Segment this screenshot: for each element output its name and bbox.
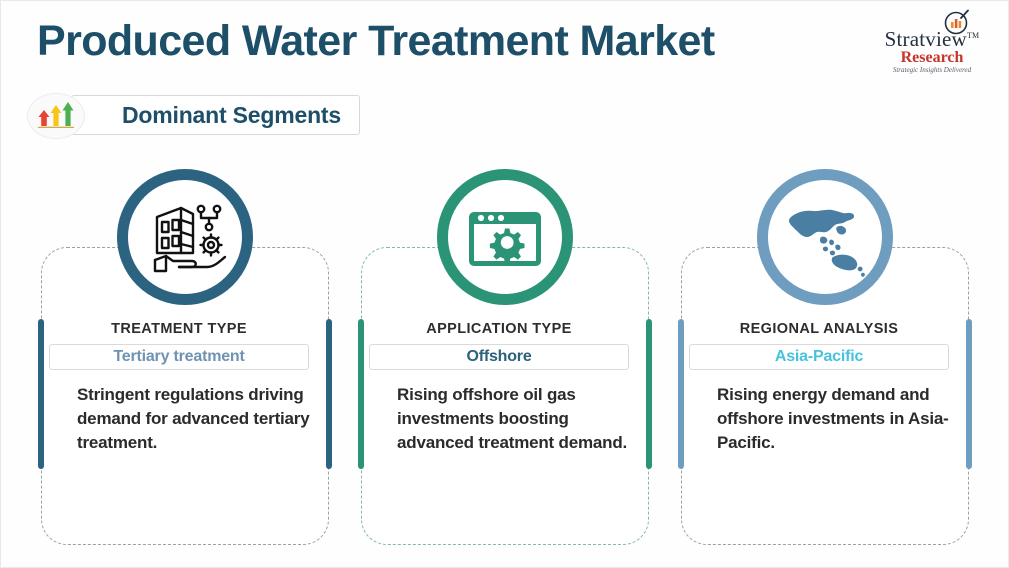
card-description: Stringent regulations driving demand for… bbox=[77, 385, 310, 453]
card-value-box: Tertiary treatment bbox=[49, 344, 309, 370]
logo-trademark: TM bbox=[966, 31, 980, 40]
card-bar-right bbox=[646, 319, 652, 469]
badge-label: Dominant Segments bbox=[122, 101, 341, 128]
brand-logo: StratviewTM Research Strategic Insights … bbox=[868, 9, 996, 75]
card-regional-analysis[interactable]: REGIONAL ANALYSIS Asia-Pacific Rising en… bbox=[675, 169, 975, 559]
logo-name-text: Stratview bbox=[884, 27, 967, 51]
card-description: Rising offshore oil gas investments boos… bbox=[397, 385, 628, 453]
card-bar-left bbox=[358, 319, 364, 469]
segment-cards: TREATMENT TYPE Tertiary treatment String… bbox=[1, 169, 1009, 559]
ascending-arrows-icon bbox=[27, 93, 85, 139]
card-value-box: Offshore bbox=[369, 344, 629, 370]
logo-word: Research bbox=[900, 49, 964, 66]
browser-gear-icon bbox=[437, 169, 573, 305]
card-bar-right bbox=[966, 319, 972, 469]
card-value: Tertiary treatment bbox=[113, 348, 245, 365]
logo-name: StratviewTM bbox=[868, 29, 996, 50]
card-heading: APPLICATION TYPE bbox=[426, 321, 572, 337]
card-bar-left bbox=[678, 319, 684, 469]
card-application-type[interactable]: APPLICATION TYPE Offshore Rising offshor… bbox=[355, 169, 655, 559]
card-description: Rising energy demand and offshore invest… bbox=[717, 385, 949, 453]
building-gear-hand-icon bbox=[117, 169, 253, 305]
badge-box[interactable]: Dominant Segments bbox=[71, 95, 360, 135]
page-title: Produced Water Treatment Market bbox=[37, 17, 715, 65]
card-value: Offshore bbox=[466, 348, 532, 365]
card-heading: TREATMENT TYPE bbox=[111, 321, 247, 337]
card-value: Asia-Pacific bbox=[774, 348, 864, 365]
card-heading: REGIONAL ANALYSIS bbox=[739, 321, 899, 337]
asia-pacific-map-icon bbox=[757, 169, 893, 305]
card-value-box: Asia-Pacific bbox=[689, 344, 949, 370]
card-treatment-type[interactable]: TREATMENT TYPE Tertiary treatment String… bbox=[35, 169, 335, 559]
logo-tagline: Strategic Insights Delivered bbox=[892, 66, 972, 74]
card-bar-left bbox=[38, 319, 44, 469]
card-bar-right bbox=[326, 319, 332, 469]
logo-mark-icon bbox=[944, 9, 970, 35]
